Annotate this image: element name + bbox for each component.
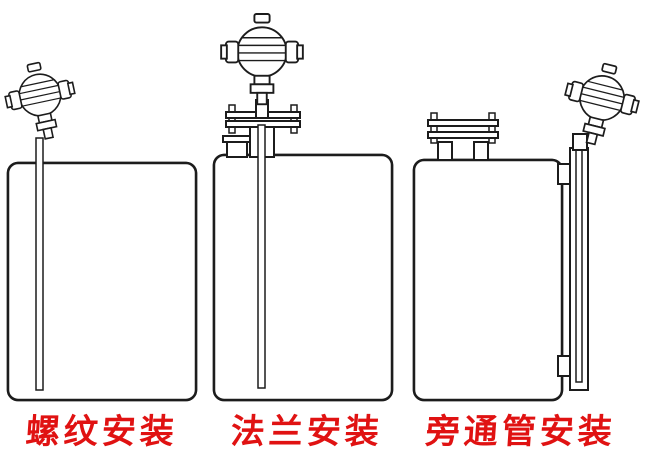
tank-2-probe-rod: [257, 124, 266, 389]
tank-3-probe-rod: [575, 149, 583, 383]
level-transmitter-icon: [220, 13, 304, 106]
tank-2-flanged: [212, 13, 394, 402]
tank-3-outline: [412, 158, 564, 402]
label-threaded-installation: 螺纹安装: [24, 414, 180, 451]
tank-1-outline: [6, 161, 198, 402]
tank-3-bypass: [412, 55, 647, 402]
level-transmitter-icon: [554, 55, 647, 154]
tank-1-threaded: [0, 55, 198, 402]
level-transmitter-icon: [0, 55, 84, 146]
tank-1-probe-rod: [35, 137, 44, 391]
tank-3-top-flange: [427, 112, 499, 161]
tank-2-nozzle: [222, 135, 252, 158]
tank-3-transmitter-stem: [572, 133, 588, 151]
label-flange-installation: 法兰安装: [229, 414, 385, 451]
tank-2-outline: [212, 153, 394, 402]
label-bypass-installation: 旁通管安装: [424, 414, 618, 451]
